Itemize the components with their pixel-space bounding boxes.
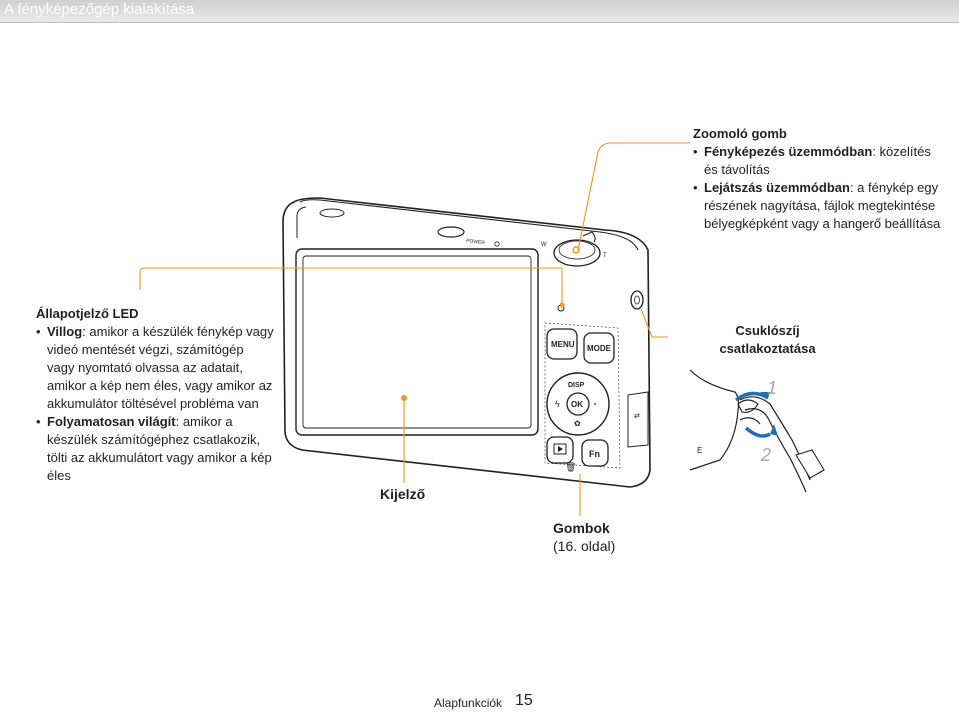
power-button[interactable] xyxy=(437,226,465,238)
flash-icon: ϟ xyxy=(555,399,560,409)
strap-step-2: 2 xyxy=(760,445,771,465)
zoom-callout-item-shooting: Fényképezés üzemmódban: közelítés és táv… xyxy=(693,143,941,179)
timer-icon: ◔ xyxy=(592,400,597,409)
mode-button-label: MODE xyxy=(587,344,612,353)
lcd-display xyxy=(295,248,539,436)
zoom-button-callout: Zoomoló gomb Fényképezés üzemmódban: köz… xyxy=(693,125,941,233)
page-header: A fényképezőgép kialakítása xyxy=(0,0,959,23)
buttons-callout-title: Gombok xyxy=(553,520,610,536)
usb-port-cover: ⇄ xyxy=(627,391,649,448)
strap-callout-title-1: Csuklószíj xyxy=(735,323,800,338)
strap-step-1: 1 xyxy=(767,378,777,398)
page-header-title: A fényképezőgép kialakítása xyxy=(4,1,195,18)
svg-text:T: T xyxy=(603,253,607,259)
zoom-callout-title: Zoomoló gomb xyxy=(693,126,787,141)
status-led-callout: Állapotjelző LED Villog: amikor a készül… xyxy=(36,305,274,485)
svg-text:E: E xyxy=(697,446,702,455)
led-callout-item-blink: Villog: amikor a készülék fénykép vagy v… xyxy=(36,323,274,413)
buttons-callout: Gombok (16. oldal) xyxy=(553,519,643,555)
callout-lines xyxy=(139,142,690,516)
menu-button-label: MENU xyxy=(551,340,575,349)
playback-button[interactable] xyxy=(546,436,574,464)
svg-text:⇄: ⇄ xyxy=(634,413,640,420)
power-label: POWER xyxy=(466,238,486,246)
display-callout-dot xyxy=(401,395,407,401)
strap-callout-title-2: csatlakoztatása xyxy=(719,341,816,356)
buttons-callout-ref: (16. oldal) xyxy=(553,538,616,554)
display-label: Kijelző xyxy=(380,486,426,502)
svg-text:W: W xyxy=(541,242,547,248)
ok-button-label: OK xyxy=(571,400,583,409)
navigation-pad[interactable] xyxy=(546,372,610,436)
mode-button[interactable] xyxy=(583,332,615,364)
zoom-callout-item-playback: Lejátszás üzemmódban: a fénykép egy rész… xyxy=(693,179,941,233)
button-panel xyxy=(544,322,621,469)
led-callout-dot xyxy=(559,302,565,308)
footer-page-number: 15 xyxy=(515,692,533,709)
strap-inset: 1 2 E xyxy=(682,360,838,500)
macro-icon: ✿ xyxy=(574,419,581,428)
fn-button-label: Fn xyxy=(589,449,600,459)
led-callout-item-steady: Folyamatosan világít: amikor a készülék … xyxy=(36,413,274,485)
led-callout-title: Állapotjelző LED xyxy=(36,306,139,321)
menu-button[interactable] xyxy=(546,328,578,360)
trash-icon: 🗑 xyxy=(565,462,576,472)
fn-delete-button[interactable] xyxy=(581,439,609,467)
disp-label: DISP xyxy=(568,382,585,389)
footer-section: Alapfunkciók xyxy=(434,696,503,710)
strap-callout: Csuklószíj csatlakoztatása xyxy=(680,322,855,358)
strap-eyelet xyxy=(630,290,644,310)
